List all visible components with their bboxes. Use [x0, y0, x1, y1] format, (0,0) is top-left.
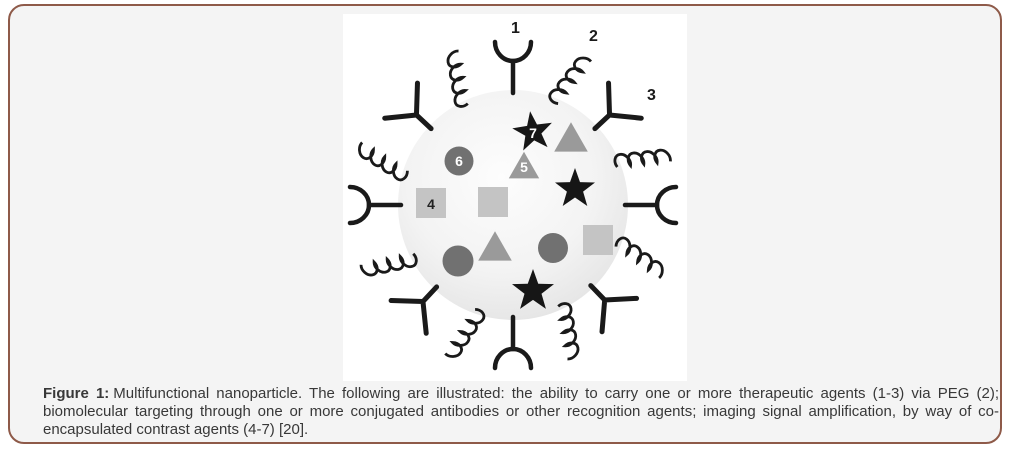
contrast-agent-squares — [416, 187, 613, 255]
figure-image-box: 4 5 6 7 1 2 3 — [343, 14, 687, 381]
receptor-cup-icon — [625, 187, 676, 223]
receptor-cup-icon — [495, 317, 531, 368]
figure-caption: Figure 1:Multifunctional nanoparticle. T… — [43, 385, 999, 439]
contrast-agent-circle — [444, 146, 474, 176]
figure-caption-label: Figure 1: — [43, 385, 110, 402]
agent-number-triangle: 5 — [520, 159, 528, 175]
agent-number-star: 7 — [529, 125, 537, 141]
agent-number-square: 4 — [427, 196, 435, 212]
figure-caption-text: Multifunctional nanoparticle. The follow… — [43, 385, 999, 438]
appendage-label-3: 3 — [647, 87, 656, 104]
contrast-agent-square — [478, 187, 508, 217]
receptor-cup-icon — [495, 42, 531, 93]
agent-number-circle: 6 — [455, 153, 463, 169]
receptor-cup-icon — [350, 187, 401, 223]
contrast-agent-square — [416, 188, 446, 218]
appendage-label-2: 2 — [589, 28, 598, 45]
appendage-label-1: 1 — [511, 20, 520, 37]
nanoparticle-diagram: 4 5 6 7 1 2 3 — [343, 20, 687, 381]
contrast-agent-circle — [538, 233, 568, 263]
contrast-agent-square — [583, 225, 613, 255]
contrast-agent-circles — [442, 146, 568, 277]
figure-panel: 4 5 6 7 1 2 3 Figure 1:Multifunctional n… — [8, 4, 1002, 444]
contrast-agent-circle — [442, 245, 474, 277]
